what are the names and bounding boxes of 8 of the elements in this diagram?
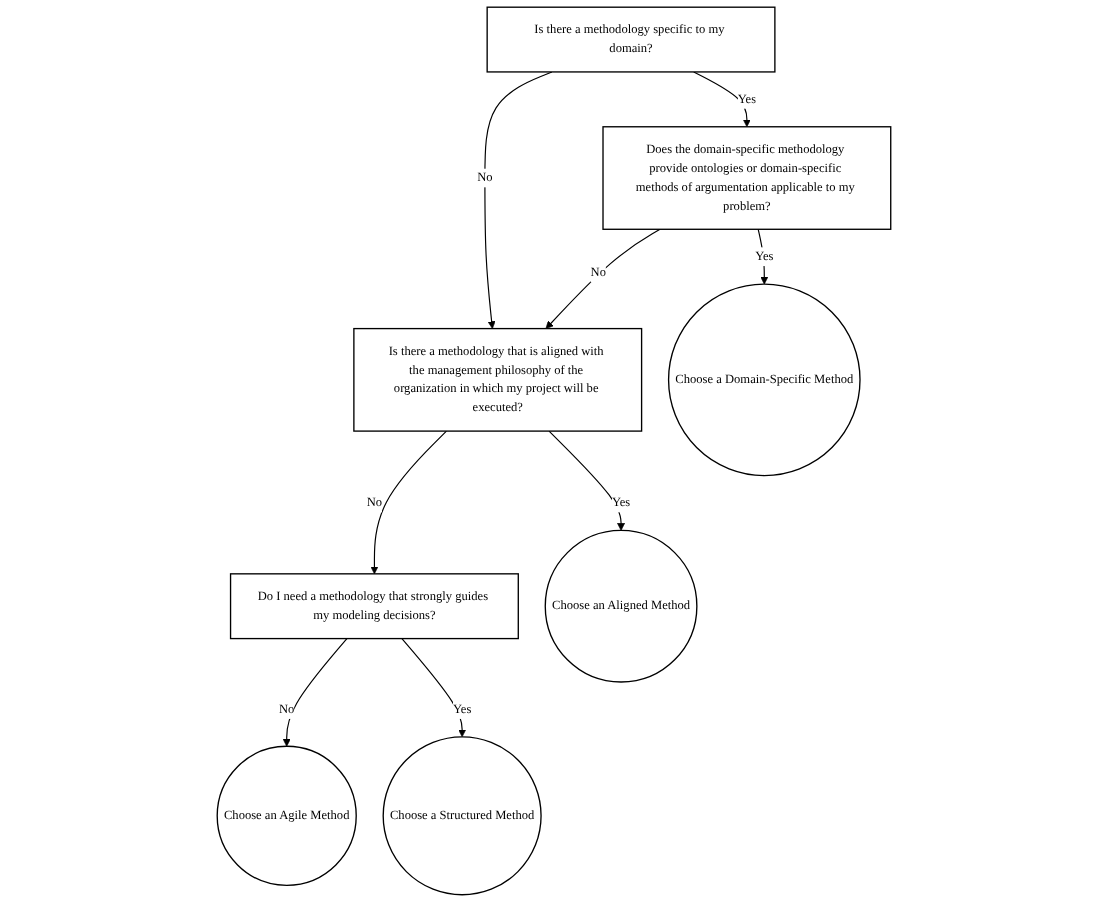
arrow [544,228,660,329]
arrow [369,430,447,575]
arrow [483,71,552,329]
arrow [281,638,347,747]
arrow [547,430,625,531]
arrow [692,71,750,128]
arrow [756,228,768,285]
arrow [400,638,466,738]
